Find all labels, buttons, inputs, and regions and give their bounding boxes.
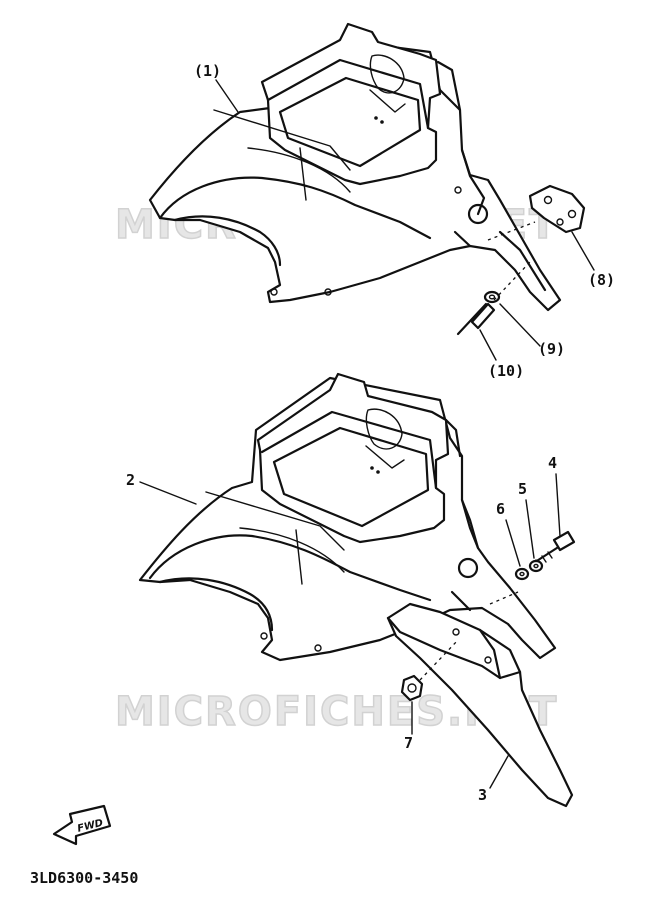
callout-4-label: 4 <box>548 454 557 472</box>
callout-10-label: (10) <box>488 362 524 380</box>
callout-9-label: (9) <box>538 340 565 358</box>
washer-part-9 <box>483 290 501 304</box>
bracket-part-8 <box>528 184 586 234</box>
nut-part-7 <box>400 639 459 702</box>
callout-1: (1) <box>194 62 239 113</box>
fwd-direction-arrow: FWD <box>52 804 112 846</box>
washer-part-6 <box>514 567 530 581</box>
callout-9: (9) <box>499 303 565 358</box>
callout-8-label: (8) <box>588 271 615 289</box>
callout-5-label: 5 <box>518 480 527 498</box>
callout-3: 3 <box>478 755 509 804</box>
callout-4: 4 <box>548 454 561 537</box>
rear-fender-upper <box>148 22 562 312</box>
callout-7-label: 7 <box>404 734 413 752</box>
drawing-code: 3LD6300-3450 <box>30 869 138 887</box>
lockwasher-part-5 <box>528 559 544 573</box>
callout-5: 5 <box>518 480 535 559</box>
callout-2: 2 <box>126 471 197 505</box>
callout-3-label: 3 <box>478 786 487 804</box>
callout-2-label: 2 <box>126 471 135 489</box>
callout-8: (8) <box>571 231 615 289</box>
rear-fender-lower <box>138 372 557 662</box>
callout-7: 7 <box>404 701 413 752</box>
callout-6: 6 <box>496 500 521 567</box>
callout-6-label: 6 <box>496 500 505 518</box>
screw-part-10 <box>456 261 531 336</box>
mudflap-part-3 <box>386 602 574 808</box>
callout-1-label: (1) <box>194 62 221 80</box>
callout-10: (10) <box>479 329 524 380</box>
